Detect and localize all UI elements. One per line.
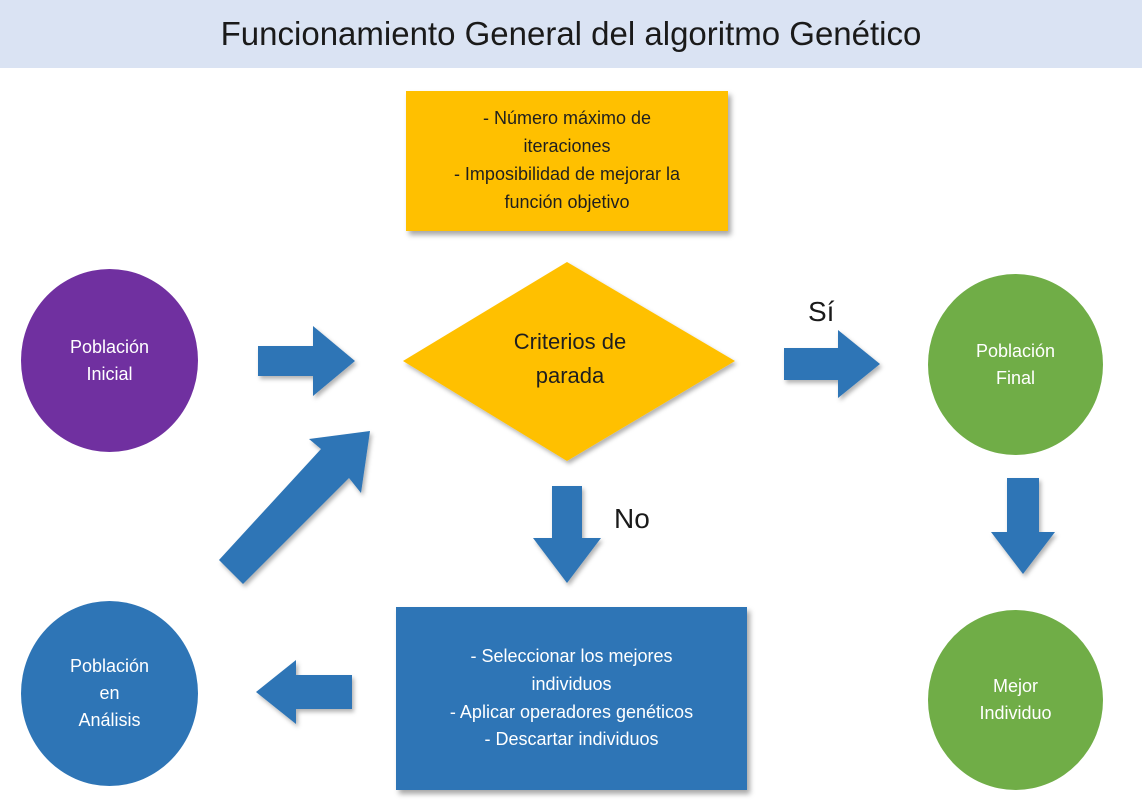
operation-item: - Descartar individuos bbox=[484, 729, 659, 750]
edge-label-no: No bbox=[614, 503, 650, 534]
initial-population-label: Población Inicial bbox=[69, 336, 150, 384]
best-individual-label: Mejor Individuo bbox=[979, 676, 1052, 723]
final-population-label: Población Final bbox=[975, 340, 1056, 388]
title-bar: Funcionamiento General del algoritmo Gen… bbox=[0, 0, 1142, 68]
node-population-in-analysis: Población en Análisis bbox=[21, 601, 198, 786]
arrow-decision-to-final bbox=[784, 330, 880, 398]
operation-item: - Seleccionar los mejores individuos bbox=[470, 645, 673, 694]
decision-diamond bbox=[403, 262, 735, 461]
operation-item: - Aplicar operadores genéticos bbox=[449, 701, 694, 722]
diagram-title: Funcionamiento General del algoritmo Gen… bbox=[220, 15, 922, 52]
arrow-analysis-to-decision bbox=[219, 431, 370, 584]
node-best-individual: Mejor Individuo bbox=[928, 610, 1103, 790]
arrow-decision-to-operations bbox=[533, 486, 601, 583]
arrow-initial-to-decision bbox=[258, 326, 355, 396]
arrow-operations-to-analysis bbox=[256, 660, 352, 724]
stop-criteria-text: - Número máximo de iteraciones - Imposib… bbox=[453, 108, 681, 212]
stop-criteria-box: - Número máximo de iteraciones - Imposib… bbox=[406, 91, 728, 231]
node-final-population: Población Final bbox=[928, 274, 1103, 455]
operations-box: - Seleccionar los mejores individuos - A… bbox=[396, 607, 747, 790]
node-initial-population: Población Inicial bbox=[21, 269, 198, 452]
decision-label: Criterios de parada bbox=[513, 329, 627, 389]
arrow-final-to-best bbox=[991, 478, 1055, 574]
population-in-analysis-label: Población en Análisis bbox=[69, 656, 150, 730]
edge-label-yes: Sí bbox=[808, 296, 835, 327]
